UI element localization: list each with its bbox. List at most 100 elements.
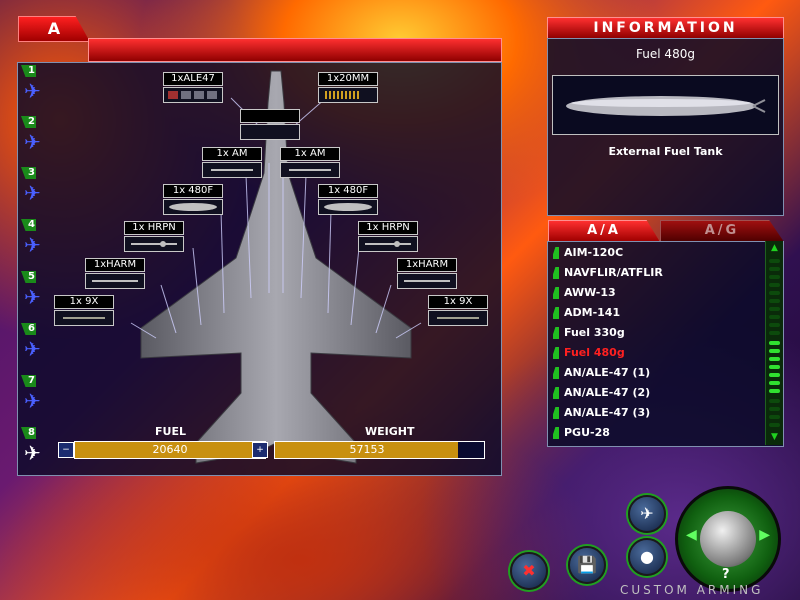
scroll-thumb[interactable] [769,365,780,369]
navigation-dial[interactable]: ◀ ▶ ? [675,486,781,592]
weight-label: WEIGHT [365,425,415,438]
ordnance-button[interactable]: ● [628,538,666,576]
scroll-thumb[interactable] [769,341,780,345]
scroll-thumb[interactable] [769,373,780,377]
title-bar [88,38,502,62]
scroll-tick [769,331,780,335]
harpoon-icon[interactable] [124,236,184,252]
slot-number: 5 [21,271,36,283]
tab-a[interactable]: A [18,16,90,42]
jet-icon: ✈ [24,285,41,309]
list-item-label: PGU-28 [564,426,610,439]
aircraft-slot-1[interactable]: 1✈ [21,65,43,113]
fuel-label: FUEL [155,425,186,438]
station-tank-right-label[interactable]: 1x 480F [318,184,378,198]
scroll-thumb[interactable] [769,349,780,353]
station-ale47-label[interactable]: 1xALE47 [163,72,223,86]
slot-number: 8 [21,427,36,439]
list-item-label: Fuel 330g [564,326,625,339]
item-marker-icon [553,327,559,339]
station-am-left-label[interactable]: 1x AM [202,147,262,161]
fuel-tank-preview [552,75,779,135]
item-marker-icon [553,407,559,419]
item-marker-icon [553,307,559,319]
save-button[interactable]: 💾 [568,546,606,584]
help-icon[interactable]: ? [722,567,730,582]
jet-icon: ✈ [24,441,41,465]
dial-left-icon[interactable]: ◀ [686,527,697,543]
scroll-tick [769,283,780,287]
scroll-tick [769,307,780,311]
aircraft-icon: ✈ [640,504,654,523]
station-am-right-label[interactable]: 1x AM [280,147,340,161]
fuel-tank-icon[interactable] [163,199,223,215]
scroll-thumb[interactable] [769,389,780,393]
harm-missile-icon[interactable] [397,273,457,289]
weight-gauge-remainder [458,441,485,459]
chaff-flare-icon[interactable] [163,87,223,103]
cancel-icon: ✖ [522,561,536,580]
station-sidewinder-left-label[interactable]: 1x 9X [54,295,114,309]
list-item-selected[interactable]: Fuel 480g [550,344,772,362]
harpoon-icon[interactable] [358,236,418,252]
weapon-list-scrollbar[interactable]: ▲ ▼ [765,241,783,445]
fuel-increase-button[interactable]: + [252,442,268,458]
sidewinder-icon[interactable] [428,310,488,326]
missile-icon[interactable] [202,162,262,178]
list-item[interactable]: NAVFLIR/ATFLIR [550,264,772,282]
station-harpoon-right-label[interactable]: 1x HRPN [358,221,418,235]
aircraft-slot-4[interactable]: 4✈ [21,219,43,267]
list-item[interactable]: Fuel 330g [550,324,772,342]
station-tank-left-label[interactable]: 1x 480F [163,184,223,198]
dial-right-icon[interactable]: ▶ [759,527,770,543]
aircraft-slot-6[interactable]: 6✈ [21,323,43,371]
station-harm-left-label[interactable]: 1xHARM [85,258,145,272]
aircraft-slot-2[interactable]: 2✈ [21,116,43,164]
station-center-label[interactable] [240,109,300,123]
scroll-up-icon[interactable]: ▲ [771,243,778,253]
list-item[interactable]: AIM-120C [550,244,772,262]
aircraft-slot-3[interactable]: 3✈ [21,167,43,215]
list-item[interactable]: ADM-141 [550,304,772,322]
fuel-decrease-button[interactable]: − [58,442,74,458]
list-item[interactable]: PGU-28 [550,424,772,442]
item-marker-icon [553,347,559,359]
aircraft-slot-5[interactable]: 5✈ [21,271,43,319]
aircraft-slot-8[interactable]: 8✈ [21,427,43,475]
harm-missile-icon[interactable] [85,273,145,289]
scroll-thumb[interactable] [769,357,780,361]
tab-air-to-air[interactable]: A/A [548,220,660,242]
item-marker-icon [553,387,559,399]
bomb-icon: ● [640,547,654,566]
loadout-view-button[interactable]: ✈ [628,495,666,533]
missile-icon[interactable] [280,162,340,178]
item-marker-icon [553,427,559,439]
screen-title: CUSTOM ARMING [620,583,764,597]
station-sidewinder-right-label[interactable]: 1x 9X [428,295,488,309]
jet-icon: ✈ [24,337,41,361]
tab-air-to-ground[interactable]: A/G [660,220,784,242]
sidewinder-icon[interactable] [54,310,114,326]
list-item[interactable]: AN/ALE-47 (1) [550,364,772,382]
list-item-label: Fuel 480g [564,346,625,359]
scroll-tick [769,323,780,327]
disk-icon: 💾 [577,555,597,574]
list-item[interactable]: AWW-13 [550,284,772,302]
gun-ammo-icon[interactable] [318,87,378,103]
fuel-gauge: 20640 [74,441,266,459]
station-center-slot[interactable] [240,124,300,140]
list-item[interactable]: AN/ALE-47 (3) [550,404,772,422]
list-item[interactable]: AN/ALE-47 (2) [550,384,772,402]
item-marker-icon [553,367,559,379]
slot-number: 1 [21,65,36,77]
fuel-tank-icon[interactable] [318,199,378,215]
aircraft-slot-7[interactable]: 7✈ [21,375,43,423]
scroll-tick [769,259,780,263]
station-harpoon-left-label[interactable]: 1x HRPN [124,221,184,235]
station-harm-right-label[interactable]: 1xHARM [397,258,457,272]
scroll-down-icon[interactable]: ▼ [771,432,778,442]
station-gun-label[interactable]: 1x20MM [318,72,378,86]
scroll-thumb[interactable] [769,381,780,385]
cancel-button[interactable]: ✖ [510,552,548,590]
scroll-tick [769,315,780,319]
